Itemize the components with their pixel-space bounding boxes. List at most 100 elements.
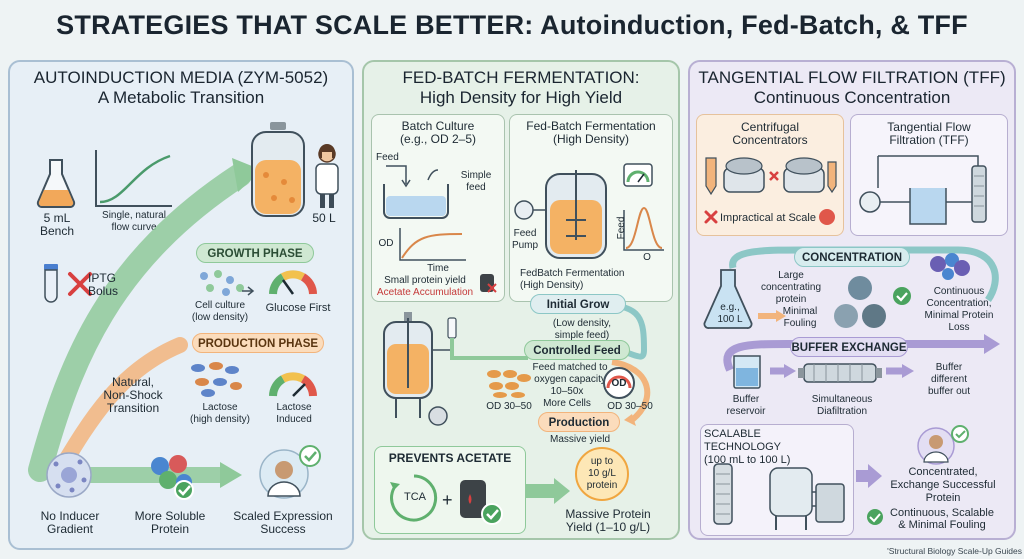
feed-label: Feed — [376, 152, 399, 163]
large-protein-label: Large concentrating protein — [760, 270, 822, 305]
simple-feed-label: Simple feed — [460, 170, 492, 193]
massive-yield-label: Massive yield — [549, 434, 611, 445]
check-icon — [893, 287, 911, 305]
od-curve-icon — [399, 228, 466, 261]
success-scientist-icon — [259, 445, 321, 499]
green-swoosh-arrow — [28, 158, 262, 488]
cell-culture-label: Cell culture (low density) — [191, 300, 249, 323]
stage-bioreactor-icon — [383, 312, 452, 426]
svg-text:+: + — [442, 490, 453, 510]
buffer-exchange-arrow — [723, 334, 1000, 372]
scalable-arrow — [856, 464, 882, 488]
up-to-label: up to 10 g/L protein — [586, 456, 618, 491]
more-cells-label: 10–50x More Cells — [543, 386, 591, 409]
od-left-label: OD 30–50 — [486, 401, 532, 412]
od-gauge-label: OD — [611, 378, 627, 389]
panel2-heading-line2: High Density for High Yield — [419, 88, 623, 107]
o-axis-label: O — [643, 252, 651, 263]
soluble-protein-icon — [151, 455, 194, 500]
bioreactor-icon — [251, 122, 305, 217]
fedbatch-caption: FedBatch Fermentation (High Density) — [520, 268, 625, 291]
panel1-heading-line1: AUTOINDUCTION MEDIA (ZYM-5052) — [33, 68, 329, 87]
buffer-arrow-2 — [886, 364, 914, 378]
initial-grow-badge: Initial Grow — [530, 294, 626, 314]
massive-protein-label: Massive Protein Yield (1–10 g/L) — [565, 507, 651, 534]
large-flask-icon — [703, 269, 753, 329]
impractical-x-icon — [704, 210, 718, 224]
prevents-acetate-title: PREVENTS ACETATE — [388, 451, 512, 465]
lactose-gauge-icon — [269, 372, 317, 397]
batch-vessel-icon — [383, 165, 449, 219]
controlled-feed-badge: Controlled Feed — [524, 340, 630, 360]
batch-culture-title: Batch Culture (e.g., OD 2–5) — [399, 119, 477, 146]
curve-icon — [95, 150, 172, 207]
fifty-liter-label: 50 L — [312, 211, 336, 225]
centrifuge-icons — [705, 157, 837, 196]
yield-arrow-icon — [526, 478, 570, 504]
stop-icon — [819, 209, 835, 225]
buffer-out-label: Buffer different buffer out — [927, 362, 971, 397]
eg-100l-label: e.g., 100 L — [717, 302, 743, 325]
fermenter-icon — [514, 163, 664, 259]
production-badge: Production — [538, 412, 620, 432]
fouling-arrow-icon — [758, 310, 786, 322]
minimal-fouling-label: Minimal Fouling — [782, 306, 818, 329]
tff-setup-icon — [859, 155, 987, 225]
diafiltration-cartridge-icon — [798, 363, 882, 383]
natural-transition-label: Natural, Non-Shock Transition — [103, 375, 163, 415]
scalable-tech-title: SCALABLE TECHNOLOGY (100 mL to 100 L) — [704, 428, 791, 466]
feed-line-icon — [447, 317, 528, 360]
membrane-icons — [834, 276, 886, 328]
panel2-heading: FED-BATCH FERMENTATION: High Density for… — [362, 68, 680, 108]
final-scientist-icon — [917, 425, 969, 465]
centrifugal-title: Centrifugal Concentrators — [732, 120, 808, 147]
lactose-induced-label: Lactose Induced — [276, 402, 312, 425]
footnote: 'Structural Biology Scale-Up Guides — [887, 546, 1022, 556]
small-yield-label: Small protein yield — [384, 275, 466, 286]
panel3-heading-line1: TANGENTIAL FLOW FILTRATION (TFF) — [698, 68, 1006, 87]
impractical-label: Impractical at Scale — [720, 212, 816, 224]
protein-cluster-icon — [930, 253, 970, 280]
buffer-reservoir-label: Buffer reservoir — [726, 394, 766, 417]
flask-icon — [36, 159, 76, 208]
concentration-badge: CONCENTRATION — [794, 247, 910, 267]
fed-batch-title: Fed-Batch Fermentation (High Density) — [526, 119, 656, 146]
feed-matched-label: Feed matched to oxygen capacity — [532, 362, 608, 385]
scaled-success-label: Scaled Expression Success — [233, 509, 333, 536]
dense-cells-icon — [487, 370, 531, 398]
no-inducer-label: No Inducer Gradient — [40, 509, 100, 536]
panel2-heading-line1: FED-BATCH FERMENTATION: — [402, 68, 640, 87]
buffer-exchange-badge: BUFFER EXCHANGE — [790, 337, 908, 357]
simultaneous-label: Simultaneous Diafiltration — [811, 394, 873, 417]
production-phase-badge: PRODUCTION PHASE — [192, 333, 324, 353]
concentrated-label: Concentrated, Exchange Successful Protei… — [890, 466, 996, 504]
feed-pump-label: Feed Pump — [511, 228, 539, 251]
buffer-reservoir-icon — [733, 355, 761, 389]
final-check-icon — [867, 509, 883, 525]
continuous-conc-label: Continuous Concentration, Minimal Protei… — [924, 286, 994, 333]
page-title: STRATEGIES THAT SCALE BETTER: Autoinduct… — [56, 10, 968, 40]
iptg-label: IPTG Bolus — [88, 271, 119, 298]
buffer-arrow-1 — [770, 364, 796, 378]
scientist-icon — [315, 144, 339, 208]
panel3-heading: TANGENTIAL FLOW FILTRATION (TFF) Continu… — [688, 68, 1016, 108]
growth-phase-badge: GROWTH PHASE — [196, 243, 314, 263]
od-right-label: OD 30–50 — [607, 401, 653, 412]
glucose-first-label: Glucose First — [265, 302, 331, 314]
glucose-gauge-icon — [269, 270, 317, 295]
soluble-protein-label: More Soluble Protein — [134, 509, 206, 536]
time-axis-label: Time — [427, 263, 449, 274]
acetate-barrel-icon — [480, 274, 497, 293]
low-density-label: (Low density, simple feed) — [552, 318, 612, 341]
tff-title: Tangential Flow Filtration (TFF) — [887, 120, 971, 147]
lactose-high-label: Lactose (high density) — [189, 402, 251, 425]
curve-label: Single, natural flow curve — [102, 210, 166, 233]
acetate-accumulation-label: Acetate Accumulation — [376, 287, 474, 298]
panel1-heading: AUTOINDUCTION MEDIA (ZYM-5052) A Metabol… — [8, 68, 354, 108]
feed-axis-label: Feed — [616, 216, 627, 240]
arrow-right-icon — [242, 286, 255, 296]
panel1-heading-line2: A Metabolic Transition — [97, 88, 265, 107]
panel3-heading-line2: Continuous Concentration — [753, 88, 951, 107]
od-axis-label: OD — [378, 238, 394, 249]
tca-label: TCA — [404, 491, 426, 503]
